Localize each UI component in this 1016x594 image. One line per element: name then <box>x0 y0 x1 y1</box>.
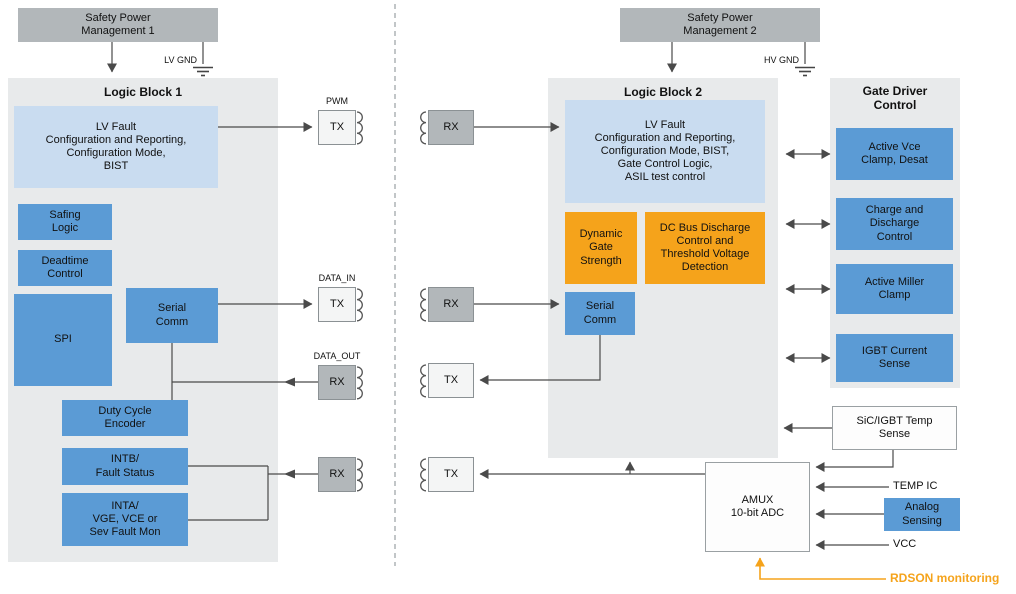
hv-gnd-label: HV GND <box>763 55 799 65</box>
data-out-arrowhead <box>284 377 295 387</box>
data-out-tx-port: TX <box>428 363 474 398</box>
lv-ground-icon <box>193 66 213 77</box>
sic-igbt-temp-sense-box: SiC/IGBT Temp Sense <box>832 406 957 450</box>
intb-fault-status-box: INTB/ Fault Status <box>62 448 188 485</box>
active-miller-clamp-box: Active Miller Clamp <box>836 264 953 314</box>
pwm-port-label: PWM <box>326 96 348 106</box>
data-in-rx-port: RX <box>428 287 474 322</box>
transformer-coil-icon <box>420 288 427 322</box>
igbt-current-sense-box: IGBT Current Sense <box>836 334 953 382</box>
rdson-monitoring-label: RDSON monitoring <box>890 571 1000 585</box>
serial-comm-box-1: Serial Comm <box>126 288 218 343</box>
inta-fault-mon-box: INTA/ VGE, VCE or Sev Fault Mon <box>62 493 188 546</box>
transformer-coil-icon <box>356 288 363 322</box>
gate-driver-control-title: Gate Driver Control <box>862 84 928 113</box>
analog-sensing-box: Analog Sensing <box>884 498 960 531</box>
lv-fault-config-box-1: LV Fault Configuration and Reporting, Co… <box>14 106 218 188</box>
charge-discharge-control-box: Charge and Discharge Control <box>836 198 953 250</box>
safety-power-management-2-box: Safety Power Management 2 <box>620 8 820 42</box>
pwm-rx-port: RX <box>428 110 474 145</box>
fault-tx-port: TX <box>428 457 474 492</box>
pwm-tx-port: TX <box>318 110 356 145</box>
lv-gnd-label: LV GND <box>164 55 197 65</box>
transformer-coil-icon <box>356 458 363 492</box>
transformer-coil-icon <box>420 458 427 492</box>
data-in-port-label: DATA_IN <box>318 273 356 283</box>
transformer-coil-icon <box>356 111 363 145</box>
spi-box: SPI <box>14 294 112 386</box>
dynamic-gate-strength-box: Dynamic Gate Strength <box>565 212 637 284</box>
hv-ground-icon <box>795 66 815 77</box>
vcc-label: VCC <box>893 538 917 550</box>
fault-arrowhead <box>284 469 295 479</box>
data-out-rx-port: RX <box>318 365 356 400</box>
deadtime-control-box: Deadtime Control <box>18 250 112 286</box>
logic-block-2-title: Logic Block 2 <box>623 85 703 99</box>
temp-ic-label: TEMP IC <box>893 480 938 492</box>
duty-cycle-encoder-box: Duty Cycle Encoder <box>62 400 188 436</box>
logic-block-1-title: Logic Block 1 <box>103 85 183 99</box>
transformer-coil-icon <box>420 111 427 145</box>
transformer-coil-icon <box>420 364 427 398</box>
serial-comm-box-2: Serial Comm <box>565 292 635 335</box>
fault-rx-port: RX <box>318 457 356 492</box>
amux-adc-box: AMUX 10-bit ADC <box>705 462 810 552</box>
data-in-tx-port: TX <box>318 287 356 322</box>
active-vce-clamp-box: Active Vce Clamp, Desat <box>836 128 953 180</box>
safety-power-management-1-box: Safety Power Management 1 <box>18 8 218 42</box>
dc-bus-discharge-box: DC Bus Discharge Control and Threshold V… <box>645 212 765 284</box>
transformer-coil-icon <box>356 366 363 400</box>
rdson-line <box>755 557 886 580</box>
data-out-port-label: DATA_OUT <box>313 351 361 361</box>
safing-logic-box: Safing Logic <box>18 204 112 240</box>
lv-fault-config-box-2: LV Fault Configuration and Reporting, Co… <box>565 100 765 203</box>
